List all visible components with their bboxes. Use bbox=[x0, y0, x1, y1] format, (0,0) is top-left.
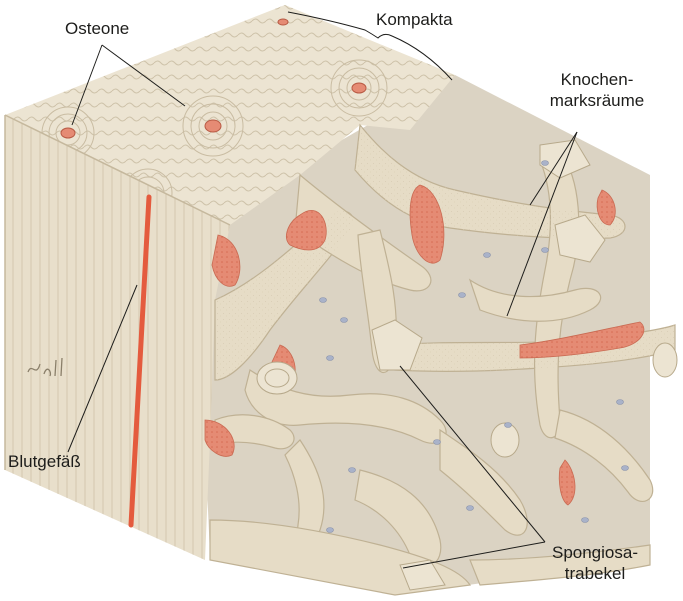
label-knochenmarksraeume-line2: marksräume bbox=[543, 90, 651, 111]
label-blutgefaess: Blutgefäß bbox=[8, 451, 81, 472]
label-spongiosa-line1: Spongiosa- bbox=[545, 542, 645, 563]
label-osteone: Osteone bbox=[65, 18, 129, 39]
label-knochenmarksraeume: Knochen- marksräume bbox=[543, 69, 651, 111]
haversian-canal bbox=[278, 19, 288, 25]
haversian-canal bbox=[352, 83, 366, 93]
haversian-canal bbox=[61, 128, 75, 138]
label-spongiosatrabekel: Spongiosa- trabekel bbox=[545, 542, 645, 584]
label-knochenmarksraeume-line1: Knochen- bbox=[543, 69, 651, 90]
label-kompakta: Kompakta bbox=[376, 9, 453, 30]
haversian-canal bbox=[205, 120, 221, 132]
label-spongiosa-line2: trabekel bbox=[545, 563, 645, 584]
